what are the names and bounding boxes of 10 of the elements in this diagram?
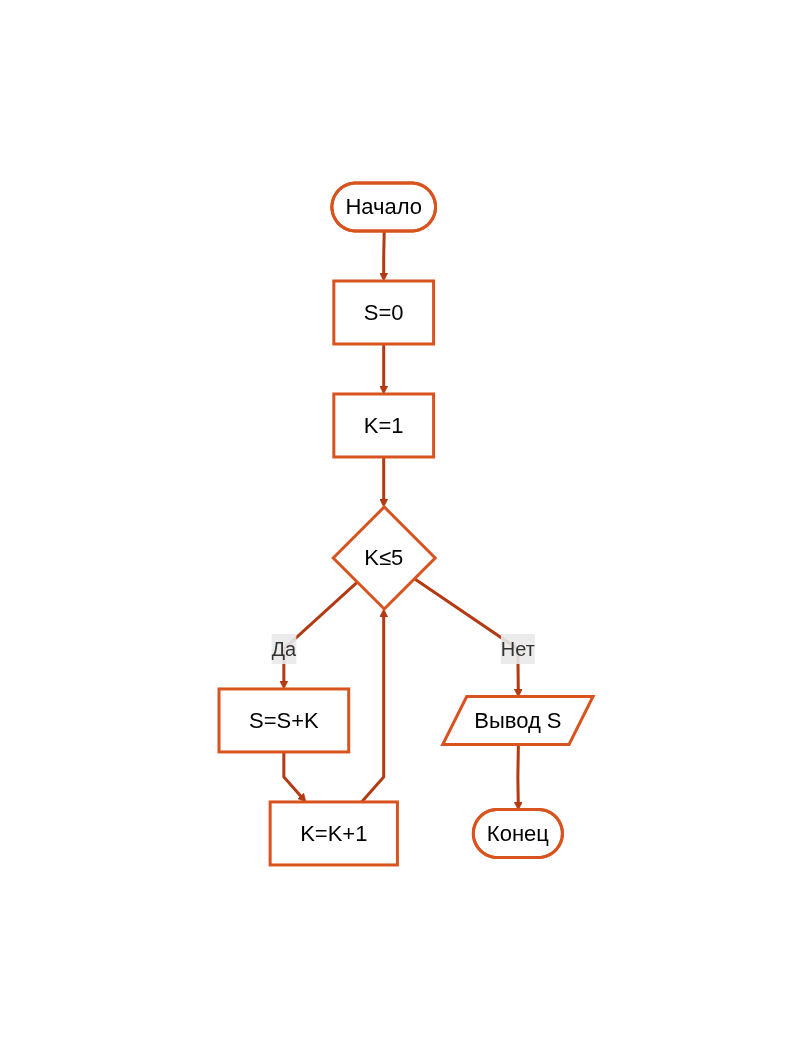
arrow (379, 231, 389, 282)
arrow (379, 457, 389, 508)
node-box: K=1 (332, 392, 436, 459)
node-diamond: K≤5 (331, 504, 438, 612)
node-box: K=K+1 (268, 800, 399, 867)
node-box: S=S+K (217, 687, 351, 754)
edge-label: Да (271, 637, 297, 660)
node-box: S=0 (332, 279, 436, 346)
edge-label: Нет (500, 637, 535, 660)
arrow (379, 344, 389, 395)
